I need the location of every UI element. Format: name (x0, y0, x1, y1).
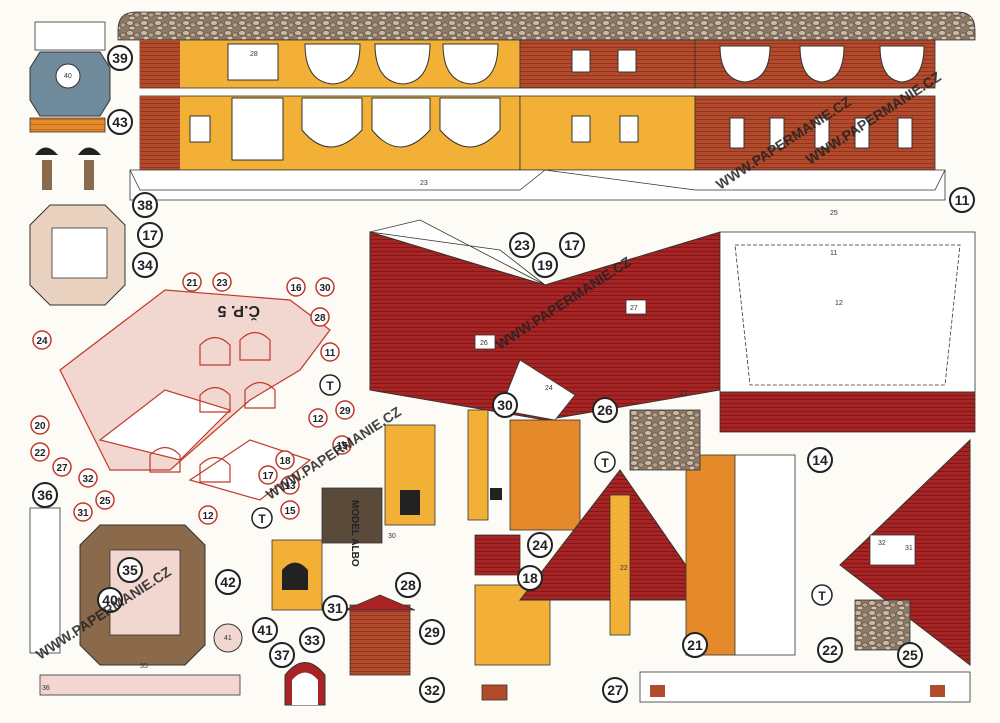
left-small-parts (29, 21, 126, 306)
part-number: 28 (250, 51, 258, 58)
callout-label: 23 (514, 237, 530, 253)
callout-label: 40 (102, 592, 118, 608)
t-markers: T T T T (251, 374, 833, 606)
gables (518, 409, 971, 667)
callout-label: 36 (37, 487, 53, 503)
roof-right-panel (719, 231, 976, 433)
red-callout-label: 18 (279, 456, 291, 467)
center-parts (271, 359, 581, 701)
callout-label: 37 (274, 647, 290, 663)
callout-label: 33 (304, 632, 320, 648)
callout-label: 43 (112, 114, 128, 130)
red-callout-label: 32 (82, 474, 94, 485)
red-callout-label: 12 (202, 511, 214, 522)
main-roof (369, 219, 721, 421)
callout-label: 19 (537, 257, 553, 273)
callout-label: 38 (137, 197, 153, 213)
callout-label: 29 (424, 624, 440, 640)
t-marker: T (258, 512, 266, 526)
red-callout-label: 15 (284, 506, 296, 517)
red-callout-label: 16 (290, 283, 302, 294)
callout-label: 34 (137, 257, 153, 273)
red-callout-label: 28 (314, 313, 326, 324)
callout-label: 41 (257, 622, 273, 638)
part-number: 21 (680, 390, 688, 397)
red-callout-label: 13 (284, 481, 296, 492)
part-number: 24 (545, 385, 553, 392)
red-callout-label: 30 (319, 283, 331, 294)
callout-label: 32 (424, 682, 440, 698)
part-number: 22 (620, 565, 628, 572)
callout-label: 24 (532, 537, 548, 553)
red-callout-label: 12 (312, 414, 324, 425)
red-callout-label: 25 (99, 496, 111, 507)
part-number: 35 (140, 663, 148, 670)
red-callout-label: 22 (34, 448, 46, 459)
callout-label: 25 (902, 647, 918, 663)
part-numbers: 26 27 12 11 25 23 24 22 31 32 28 30 35 4… (42, 51, 913, 692)
assembly-diagram (59, 289, 331, 501)
callout-label: 39 (112, 50, 128, 66)
red-callout-label: 20 (34, 421, 46, 432)
part-number: 23 (420, 180, 428, 187)
part-number: 41 (224, 635, 232, 642)
red-callout-label: 17 (262, 471, 274, 482)
part-number: 30 (388, 533, 396, 540)
part-number: 26 (480, 340, 488, 347)
callout-label: 26 (597, 402, 613, 418)
bottom-left-parts (29, 507, 326, 706)
house-label: Č.P. 5 (218, 302, 261, 321)
red-callout-markers: 21 23 16 30 28 24 11 29 12 15 20 22 27 3… (30, 272, 355, 525)
part-number: 36 (42, 685, 50, 692)
callout-label: 42 (220, 574, 236, 590)
part-number: 31 (905, 545, 913, 552)
callout-markers: 39 43 38 17 34 23 19 17 11 30 26 14 36 3… (32, 45, 975, 703)
red-callout-label: 29 (339, 406, 351, 417)
t-marker: T (601, 456, 609, 470)
part-number: 12 (835, 300, 843, 307)
callout-label: 18 (522, 570, 538, 586)
callout-label: 28 (400, 577, 416, 593)
red-callout-label: 11 (325, 348, 336, 359)
red-callout-label: 23 (216, 278, 228, 289)
bottom-strip (639, 671, 971, 703)
callout-label: 17 (142, 227, 158, 243)
part-number: 25 (830, 210, 838, 217)
callout-label: 21 (687, 637, 703, 653)
t-marker: T (326, 379, 334, 393)
part-number: 40 (64, 73, 72, 80)
part-number: 32 (878, 540, 886, 547)
callout-label: 35 (122, 562, 138, 578)
callout-label: 31 (327, 600, 343, 616)
red-callout-label: 24 (36, 336, 48, 347)
red-callout-label: 31 (77, 508, 89, 519)
t-marker: T (818, 589, 826, 603)
red-callout-label: 15 (336, 441, 348, 452)
part-number: 11 (830, 250, 837, 257)
callout-label: 22 (822, 642, 838, 658)
callout-label: 30 (497, 397, 513, 413)
callout-label: 27 (607, 682, 623, 698)
red-callout-label: 21 (186, 278, 198, 289)
model-label: MODEL ALBO (349, 500, 360, 567)
callout-label: 14 (812, 452, 828, 468)
facade-strip (117, 11, 976, 201)
callout-label: 11 (955, 192, 970, 208)
callout-label: 17 (564, 237, 580, 253)
red-callout-label: 27 (56, 463, 68, 474)
part-number: 27 (630, 305, 638, 312)
